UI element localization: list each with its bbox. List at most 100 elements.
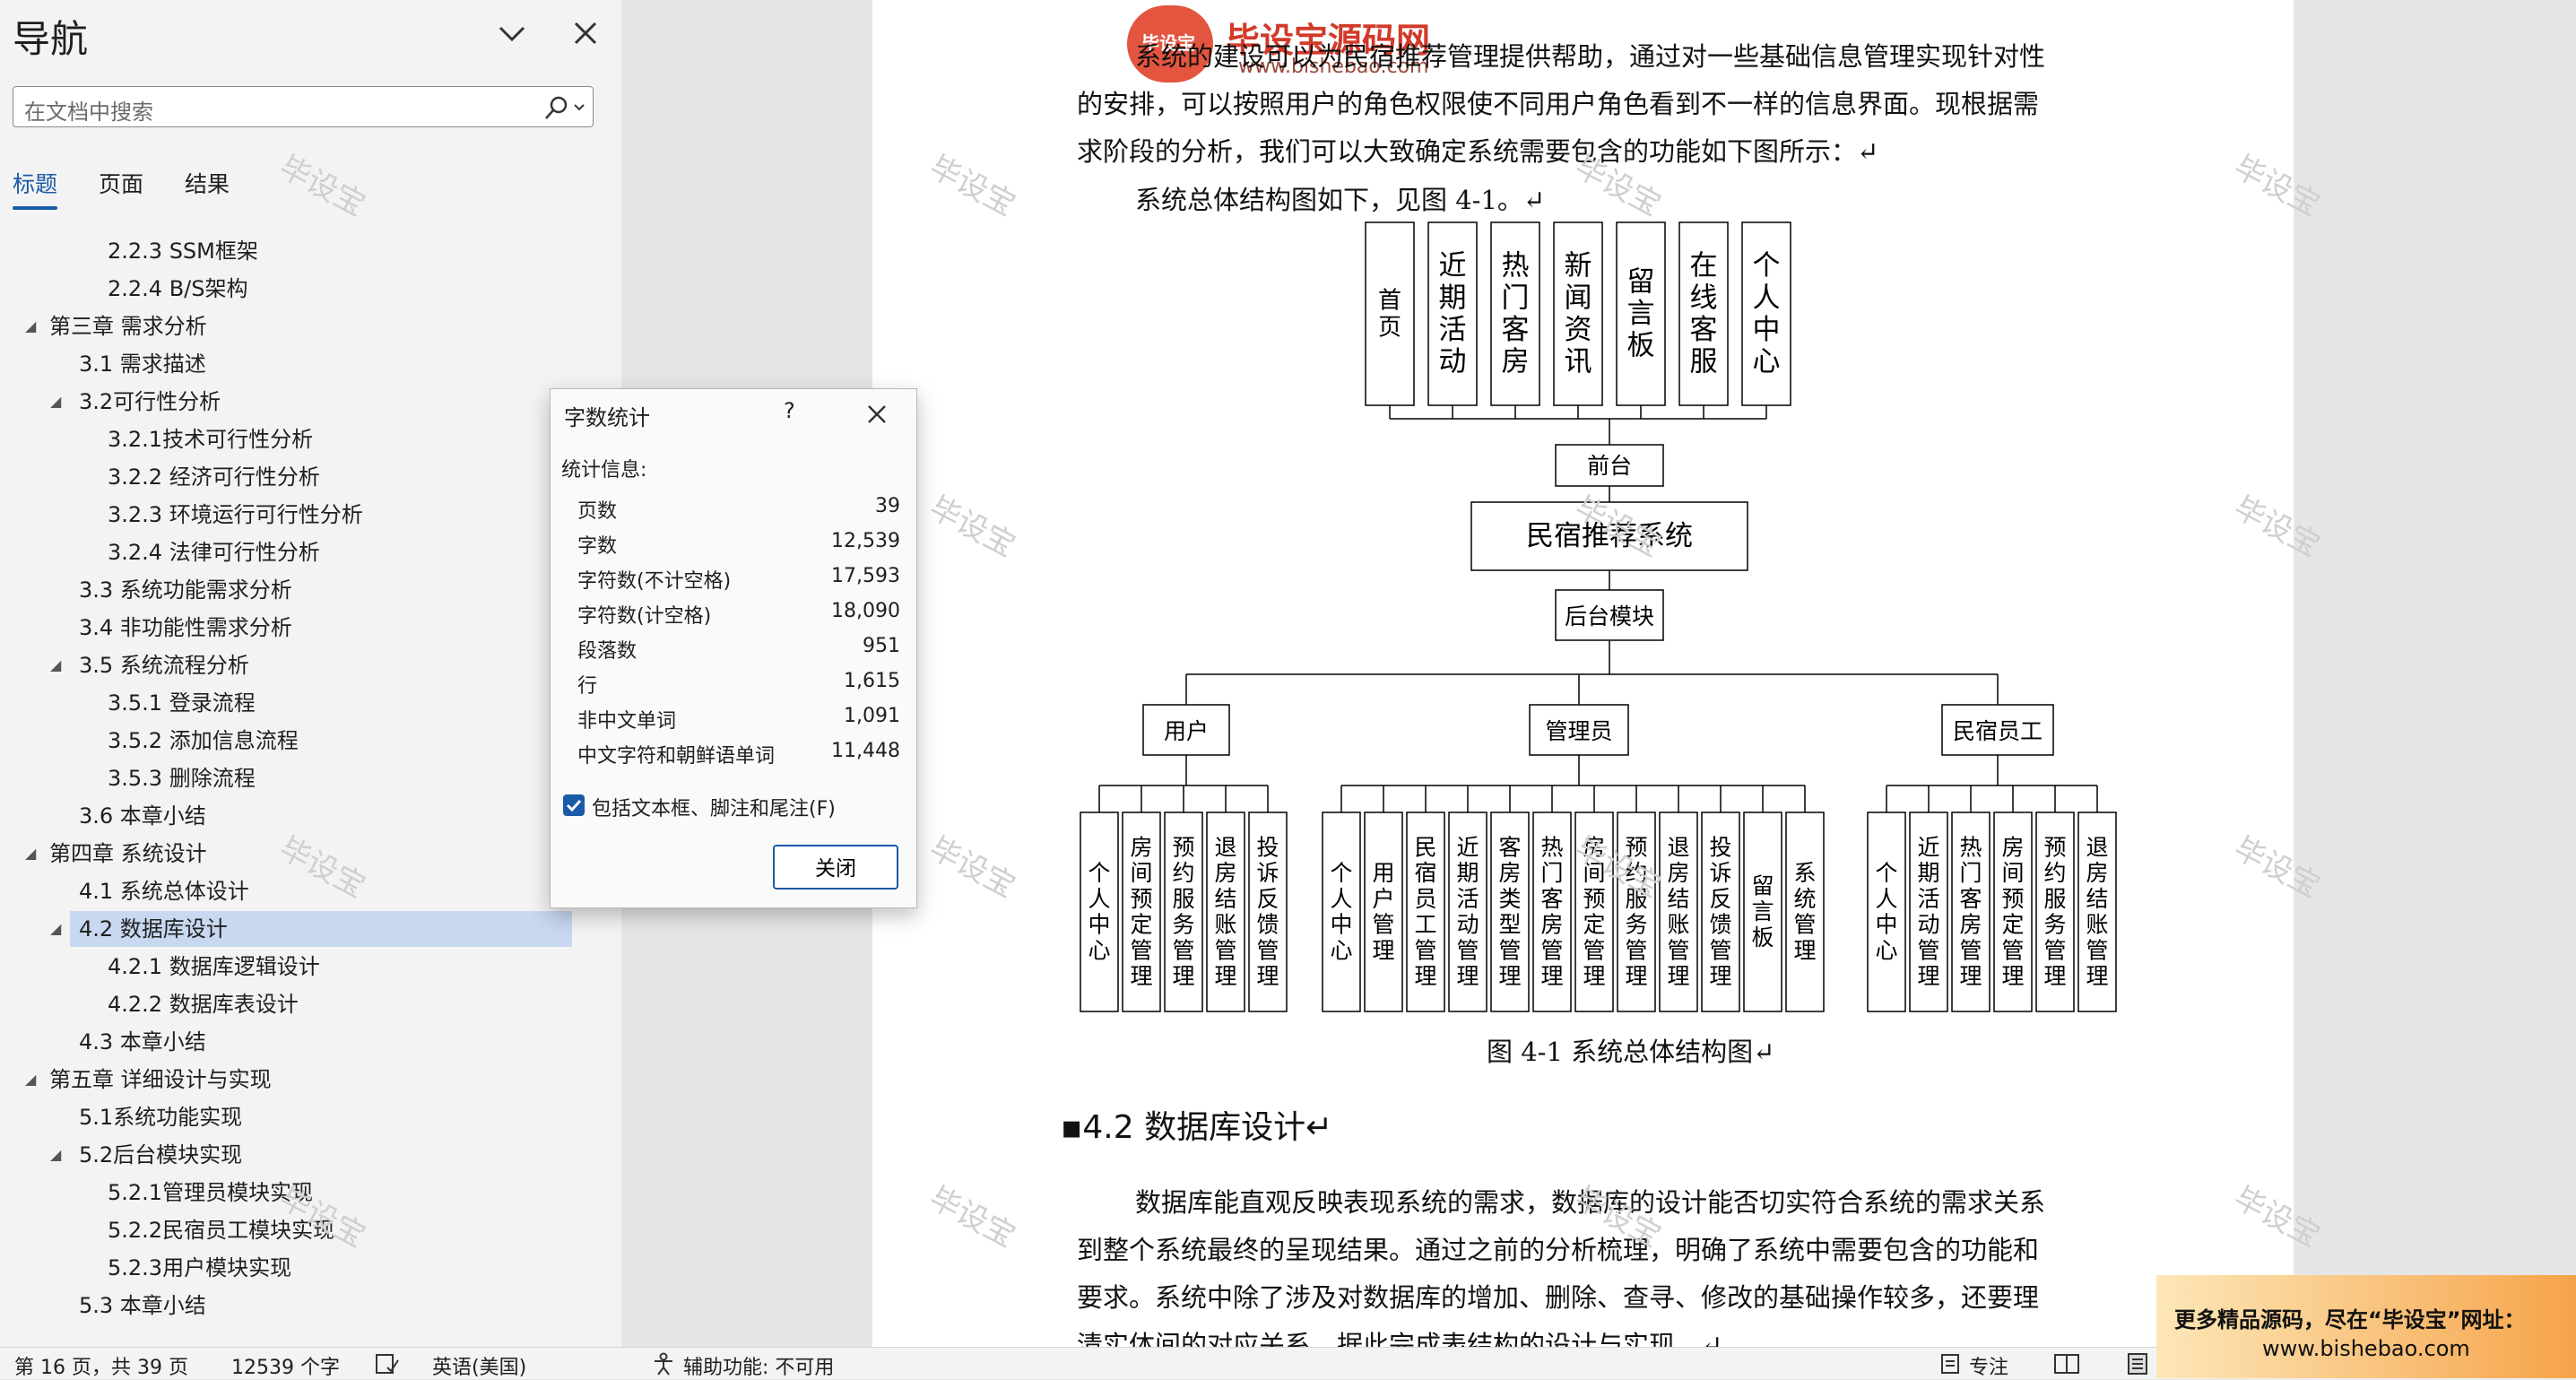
stat-value: 1,615 bbox=[844, 670, 900, 692]
role-module-label: 个人中心 bbox=[1088, 860, 1110, 963]
nav-heading-item[interactable]: ◢ 5.2后台模块实现 bbox=[0, 1137, 610, 1173]
collapse-toggle-icon[interactable]: ◢ bbox=[50, 656, 62, 673]
nav-heading-item[interactable]: 4.2.1 数据库逻辑设计 bbox=[0, 949, 610, 985]
nav-heading-label: 5.2.1管理员模块实现 bbox=[108, 1180, 314, 1205]
nav-heading-item[interactable]: ◢ 第四章 系统设计 bbox=[0, 836, 610, 872]
nav-heading-item[interactable]: ◢第五章 详细设计与实现 bbox=[0, 1062, 610, 1098]
front-module-label: 首页 bbox=[1378, 288, 1401, 342]
paragraph-line: 的安排，可以按照用户的角色权限使不同用户角色看到不一样的信息界面。现根据需 bbox=[1077, 89, 2040, 119]
nav-heading-item[interactable]: 5.3 本章小结 bbox=[0, 1288, 610, 1324]
role-module-box bbox=[1490, 812, 1530, 1012]
checkbox-label[interactable]: 包括文本框、脚注和尾注(F) bbox=[592, 798, 836, 820]
role-module-label: 预约服务管理 bbox=[1625, 834, 1647, 989]
nav-heading-label: 第四章 系统设计 bbox=[49, 841, 207, 866]
nav-heading-item[interactable]: 3.2.1技术可行性分析 bbox=[0, 421, 610, 457]
include-textboxes-checkbox[interactable] bbox=[563, 794, 585, 816]
accessibility-icon[interactable] bbox=[651, 1352, 676, 1376]
collapse-toggle-icon[interactable]: ◢ bbox=[25, 845, 37, 862]
collapse-toggle-icon[interactable]: ◢ bbox=[50, 1146, 62, 1163]
nav-heading-label: 3.2可行性分析 bbox=[79, 389, 221, 414]
role-module-box bbox=[1701, 812, 1740, 1012]
nav-heading-item[interactable]: 3.2.4 法律可行性分析 bbox=[0, 534, 610, 570]
nav-heading-item[interactable]: ◢ 3.2可行性分析 bbox=[0, 384, 610, 420]
search-placeholder: 在文档中搜索 bbox=[24, 100, 153, 125]
nav-heading-item[interactable]: 3.3 系统功能需求分析 bbox=[0, 572, 610, 608]
nav-heading-item[interactable]: 3.2.3 环境运行可行性分析 bbox=[0, 497, 610, 533]
search-input[interactable]: 在文档中搜索 bbox=[13, 86, 594, 127]
promo-line-2: www.bishebao.com bbox=[2262, 1336, 2470, 1361]
nav-heading-item[interactable]: ◢第三章 需求分析 bbox=[0, 308, 610, 344]
nav-heading-item[interactable]: 5.2.3用户模块实现 bbox=[0, 1250, 610, 1286]
role-module-label: 投诉反馈管理 bbox=[1256, 834, 1279, 989]
collapse-toggle-icon[interactable]: ◢ bbox=[25, 317, 37, 334]
nav-heading-item[interactable]: 3.4 非功能性需求分析 bbox=[0, 610, 610, 646]
front-module-label: 热门客房 bbox=[1502, 250, 1530, 378]
paragraph-figure-intro: 系统总体结构图如下，见图 4-1。↵ bbox=[1135, 185, 1546, 215]
close-icon[interactable] bbox=[565, 13, 606, 54]
nav-heading-item[interactable]: 3.5.3 删除流程 bbox=[0, 760, 610, 796]
tab-results[interactable]: 结果 bbox=[185, 171, 230, 197]
role-module-label: 房间预定管理 bbox=[1583, 834, 1605, 989]
role-module-box bbox=[1448, 812, 1487, 1012]
stat-value: 18,090 bbox=[831, 600, 900, 622]
chevron-down-icon[interactable] bbox=[491, 13, 533, 54]
watermark-logo: 毕设宝 毕设宝源码网 www.bishebao.com bbox=[1123, 5, 1500, 82]
role-module-box bbox=[2077, 812, 2117, 1012]
page-indicator[interactable]: 第 16 页，共 39 页 bbox=[14, 1357, 188, 1379]
nav-heading-item[interactable]: 3.6 本章小结 bbox=[0, 798, 610, 834]
nav-heading-item[interactable]: 5.2.2民宿员工模块实现 bbox=[0, 1212, 610, 1248]
nav-heading-item[interactable]: 3.1 需求描述 bbox=[0, 346, 610, 382]
nav-heading-item[interactable]: 5.1系统功能实现 bbox=[0, 1099, 610, 1135]
collapse-toggle-icon[interactable]: ◢ bbox=[50, 393, 62, 410]
dialog-title: 字数统计 bbox=[564, 405, 650, 430]
tab-headings[interactable]: 标题 bbox=[13, 171, 58, 197]
role-module-label: 近期活动管理 bbox=[1456, 834, 1479, 989]
collapse-toggle-icon[interactable]: ◢ bbox=[50, 920, 62, 937]
nav-heading-item[interactable]: ◢ 4.2 数据库设计 bbox=[50, 911, 572, 947]
collapse-toggle-icon[interactable]: ◢ bbox=[25, 1071, 37, 1088]
focus-icon[interactable] bbox=[1939, 1352, 1964, 1376]
read-mode-icon[interactable] bbox=[2053, 1352, 2080, 1376]
document-page: 系统总体结构图如下，见图 4-1。↵ 首页近期活动热门客房新闻资讯留言板在线客服… bbox=[872, 0, 2294, 1360]
role-module-label: 热门客房管理 bbox=[1540, 834, 1563, 989]
print-layout-icon[interactable] bbox=[2125, 1352, 2150, 1376]
nav-heading-item[interactable]: 4.1 系统总体设计 bbox=[0, 873, 610, 909]
role-module-label: 房间预定管理 bbox=[2001, 834, 2024, 989]
proofing-icon[interactable] bbox=[375, 1353, 400, 1375]
search-icon[interactable] bbox=[542, 94, 587, 121]
front-module-box bbox=[1553, 221, 1603, 406]
dialog-close-icon[interactable] bbox=[861, 398, 893, 430]
stat-row: 字符数(计空格)18,090 bbox=[577, 600, 900, 634]
stat-label: 行 bbox=[577, 675, 598, 698]
nav-heading-item[interactable]: 5.2.1管理员模块实现 bbox=[0, 1175, 610, 1211]
focus-mode-button[interactable]: 专注 bbox=[1969, 1357, 2009, 1379]
nav-heading-item[interactable]: 3.5.2 添加信息流程 bbox=[0, 723, 610, 759]
role-module-box bbox=[1951, 812, 1991, 1012]
help-button[interactable]: ? bbox=[784, 398, 795, 423]
word-count-indicator[interactable]: 12539 个字 bbox=[231, 1357, 340, 1379]
front-module-box bbox=[1741, 221, 1791, 406]
tab-pages[interactable]: 页面 bbox=[99, 171, 144, 197]
nav-heading-item[interactable]: 4.2.2 数据库表设计 bbox=[0, 986, 610, 1022]
nav-heading-item[interactable]: 4.3 本章小结 bbox=[0, 1024, 610, 1060]
nav-heading-label: 5.2后台模块实现 bbox=[79, 1142, 243, 1167]
accessibility-indicator[interactable]: 辅助功能: 不可用 bbox=[683, 1357, 835, 1379]
language-indicator[interactable]: 英语(美国) bbox=[432, 1357, 527, 1379]
stat-label: 字符数(不计空格) bbox=[577, 570, 732, 593]
nav-heading-item[interactable]: 3.2.2 经济可行性分析 bbox=[0, 459, 610, 495]
nav-heading-label: 4.2 数据库设计 bbox=[79, 916, 228, 942]
close-button[interactable]: 关闭 bbox=[773, 845, 898, 890]
nav-heading-item[interactable]: 2.2.4 B/S架构 bbox=[0, 271, 610, 307]
nav-heading-item[interactable]: 2.2.3 SSM框架 bbox=[0, 233, 610, 269]
role-module-label: 系统管理 bbox=[1793, 860, 1816, 963]
checkmark-icon bbox=[566, 799, 582, 812]
role-module-label: 房间预定管理 bbox=[1130, 834, 1152, 989]
paragraph-line: 求阶段的分析，我们可以大致确定系统需要包含的功能如下图所示：↵ bbox=[1077, 136, 1879, 167]
role-module-box bbox=[1164, 812, 1203, 1012]
stat-label: 非中文单词 bbox=[577, 710, 677, 733]
nav-heading-item[interactable]: 3.5.1 登录流程 bbox=[0, 685, 610, 721]
nav-heading-item[interactable]: ◢3.5 系统流程分析 bbox=[0, 647, 610, 683]
